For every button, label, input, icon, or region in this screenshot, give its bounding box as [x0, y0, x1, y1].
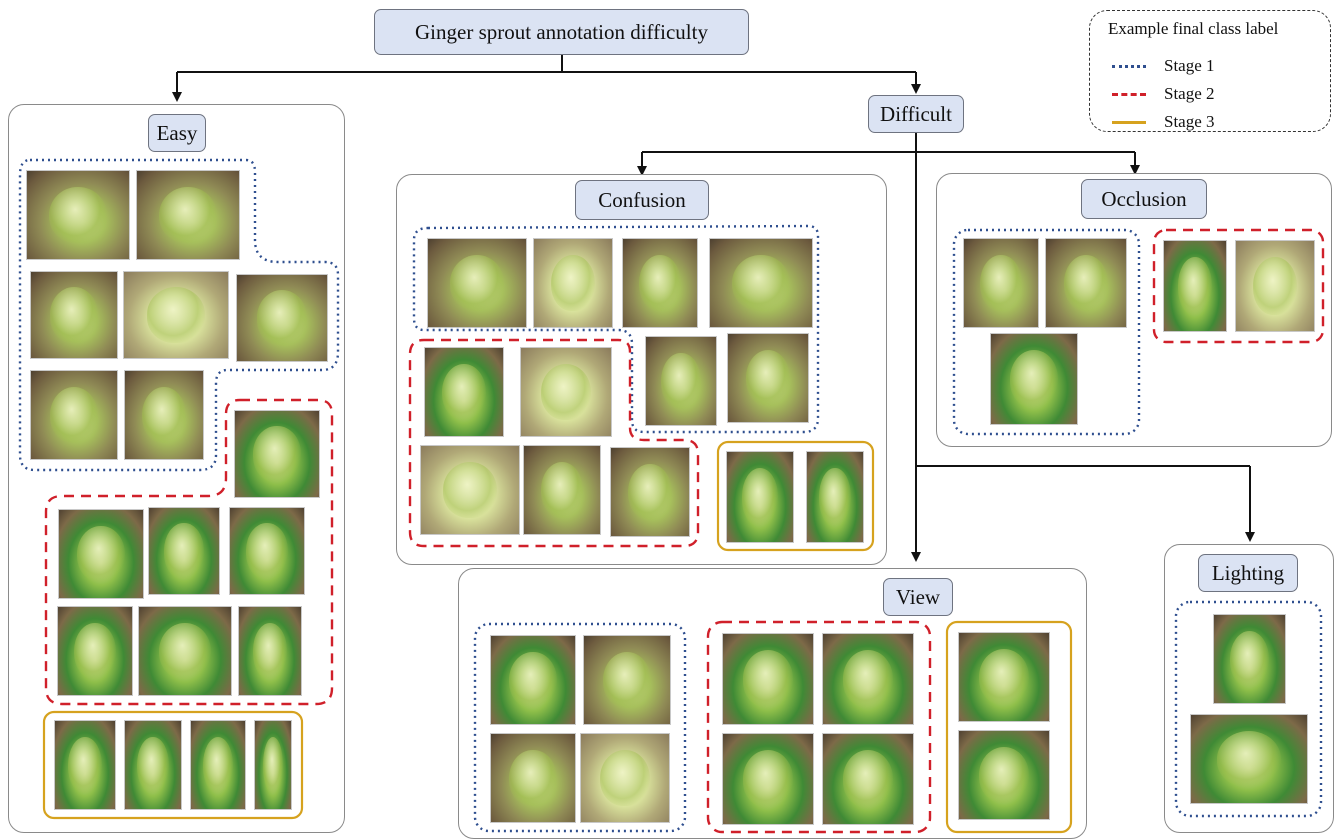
ginger-sprout-photo [136, 170, 240, 260]
view-node: View [883, 578, 953, 616]
occlusion-node: Occlusion [1081, 179, 1207, 219]
ginger-sprout-photo [520, 347, 612, 437]
ginger-sprout-photo [583, 635, 671, 725]
ginger-sprout-photo [26, 170, 130, 260]
lighting-node-label: Lighting [1211, 560, 1285, 585]
ginger-sprout-photo [1045, 238, 1127, 328]
confusion-stage2-outline [408, 338, 700, 548]
ginger-sprout-photo [1163, 240, 1227, 332]
ginger-sprout-photo [123, 271, 229, 359]
confusion-node-label: Confusion [598, 187, 686, 212]
ginger-sprout-photo [254, 720, 292, 810]
occlusion-stage2-outline [1152, 228, 1325, 344]
ginger-sprout-photo [229, 507, 305, 595]
ginger-sprout-photo [190, 720, 246, 810]
easy-stage1-outline [18, 158, 340, 472]
ginger-sprout-photo [57, 606, 133, 696]
ginger-sprout-photo [709, 238, 813, 328]
occlusion-node-label: Occlusion [1101, 186, 1187, 211]
ginger-sprout-photo [148, 507, 220, 595]
difficult-node: Difficult [868, 95, 964, 133]
confusion-node: Confusion [575, 180, 709, 220]
ginger-sprout-photo [238, 606, 302, 696]
occlusion-stage1-outline [952, 228, 1141, 436]
dotted-line-icon [1112, 64, 1146, 68]
easy-stage2-outline [44, 398, 334, 706]
legend-item-label: Stage 2 [1164, 84, 1215, 103]
ginger-sprout-photo [58, 509, 144, 599]
lighting-stage1-outline [1174, 600, 1323, 818]
ginger-sprout-photo [580, 733, 670, 823]
view-stage3-outline [945, 620, 1073, 834]
ginger-sprout-photo [622, 238, 698, 328]
view-node-label: View [895, 584, 941, 609]
ginger-sprout-photo [722, 633, 814, 725]
easy-node: Easy [148, 114, 206, 152]
ginger-sprout-photo [822, 633, 914, 725]
ginger-sprout-photo [124, 720, 182, 810]
ginger-sprout-photo [726, 451, 794, 543]
confusion-stage1-outline [412, 224, 820, 434]
legend-item-stage1: Stage 1 [1112, 54, 1215, 78]
ginger-sprout-photo [523, 445, 601, 535]
ginger-sprout-photo [138, 606, 232, 696]
view-stage2-outline [706, 620, 932, 834]
ginger-sprout-photo [645, 336, 717, 426]
easy-node-label: Easy [156, 120, 198, 145]
ginger-sprout-photo [420, 445, 520, 535]
root-node: Ginger sprout annotation difficulty [374, 9, 749, 55]
ginger-sprout-photo [806, 451, 864, 543]
ginger-sprout-photo [54, 720, 116, 810]
legend-item-stage2: Stage 2 [1112, 82, 1215, 106]
legend-title: Example final class label [1108, 19, 1279, 38]
ginger-sprout-photo [727, 333, 809, 423]
ginger-sprout-photo [490, 635, 576, 725]
ginger-sprout-photo [722, 733, 814, 825]
root-node-label: Ginger sprout annotation difficulty [415, 19, 708, 44]
ginger-sprout-photo [1213, 614, 1286, 704]
ginger-sprout-photo [427, 238, 527, 328]
view-stage1-outline [473, 622, 687, 833]
ginger-sprout-photo [1190, 714, 1308, 804]
dashed-line-icon [1112, 92, 1146, 96]
ginger-sprout-photo [30, 370, 118, 460]
easy-stage3-outline [42, 710, 304, 820]
legend-item-label: Stage 3 [1164, 112, 1215, 131]
difficult-node-label: Difficult [880, 101, 952, 126]
ginger-sprout-photo [236, 274, 328, 362]
ginger-sprout-photo [490, 733, 576, 823]
ginger-sprout-photo [958, 632, 1050, 722]
lighting-node: Lighting [1198, 554, 1298, 592]
ginger-sprout-photo [610, 447, 690, 537]
ginger-sprout-photo [124, 370, 204, 460]
ginger-sprout-photo [822, 733, 914, 825]
ginger-sprout-photo [990, 333, 1078, 425]
ginger-sprout-photo [533, 238, 613, 328]
ginger-sprout-photo [958, 730, 1050, 820]
confusion-stage3-outline [716, 440, 875, 552]
ginger-sprout-photo [30, 271, 118, 359]
ginger-sprout-photo [234, 410, 320, 498]
legend-item-label: Stage 1 [1164, 56, 1215, 75]
legend-item-stage3: Stage 3 [1112, 110, 1215, 134]
ginger-sprout-photo [1235, 240, 1315, 332]
legend: Example final class label Stage 1 Stage … [1089, 10, 1331, 132]
solid-line-icon [1112, 120, 1146, 124]
ginger-sprout-photo [424, 347, 504, 437]
ginger-sprout-photo [963, 238, 1039, 328]
